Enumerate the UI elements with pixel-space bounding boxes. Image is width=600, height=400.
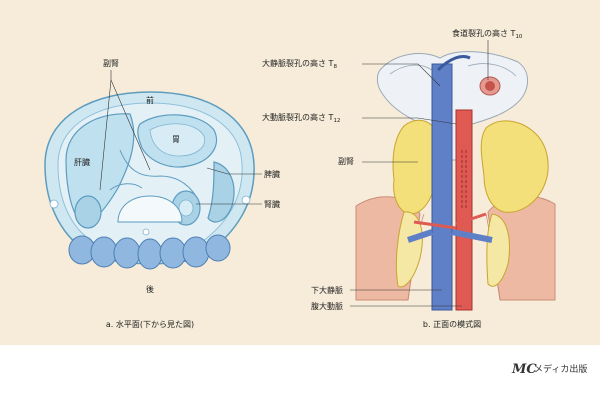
caption-b: b. 正面の模式図 (423, 319, 481, 329)
back-muscles (68, 234, 231, 270)
label-aortic-hiatus: 大動脈裂孔の高さ T12 (262, 112, 340, 124)
horizontal-section (44, 70, 262, 270)
kidney-left-side (74, 195, 102, 229)
label-stomach: 胃 (172, 135, 180, 144)
label-esophageal-hiatus: 食道裂孔の高さ T10 (452, 28, 523, 40)
label-liver: 肝臓 (74, 157, 90, 167)
label-aorta: 腹大動脈 (311, 301, 343, 311)
vertebra (117, 195, 183, 223)
spleen (207, 161, 235, 223)
caption-a: a. 水平面(下から見た図) (106, 319, 194, 329)
adrenal-gland-right (480, 120, 549, 213)
label-spleen: 脾臓 (264, 169, 280, 179)
inferior-vena-cava (431, 63, 453, 311)
frontal-schematic (350, 40, 556, 311)
publisher-logo: MC (511, 362, 537, 377)
label-ivc: 下大静脈 (311, 285, 343, 295)
label-back: 後 (146, 284, 154, 294)
publisher-name: メディカ出版 (534, 363, 587, 375)
label-adrenal-left: 副腎 (103, 59, 119, 68)
liver (65, 113, 135, 225)
label-adrenal-right: 副腎 (338, 157, 354, 166)
label-front: 前 (146, 95, 154, 105)
label-caval-hiatus: 大静脈裂孔の高さ T8 (262, 58, 337, 70)
abdominal-aorta (455, 109, 473, 311)
label-kidney: 腎臓 (264, 199, 280, 209)
